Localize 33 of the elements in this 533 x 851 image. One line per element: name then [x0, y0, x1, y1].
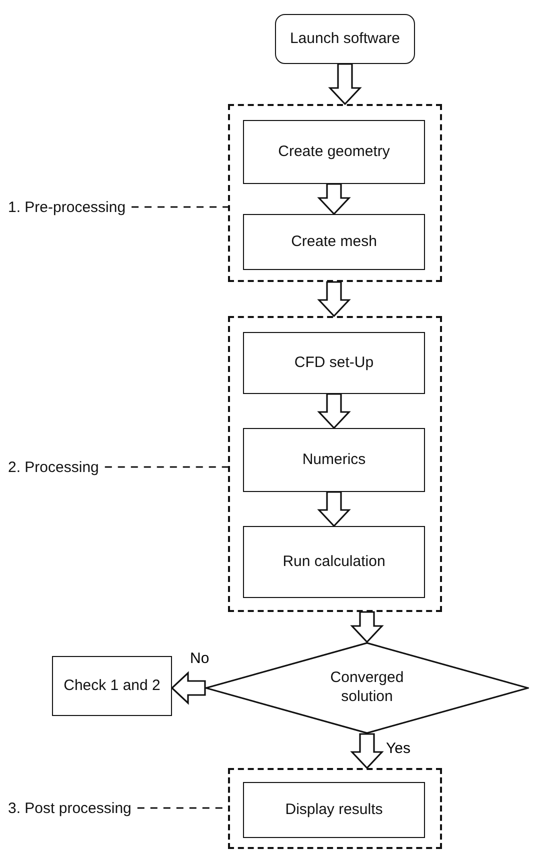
block-arrow — [317, 281, 351, 318]
process-box — [243, 214, 425, 270]
block-arrow — [317, 393, 351, 430]
leader-line — [104, 466, 228, 468]
block-arrow — [317, 183, 351, 216]
decision-text: Converged solution — [329, 669, 405, 707]
process-box — [243, 428, 425, 492]
dashed-group-box — [228, 316, 442, 612]
dashed-group-box — [228, 768, 442, 849]
step-text: Create mesh — [291, 232, 377, 252]
step-text: Numerics — [302, 450, 366, 470]
step-text: Launch software — [290, 30, 400, 48]
step-text: Check 1 and 2 — [64, 676, 160, 696]
process-box — [243, 332, 425, 394]
section-label: 1. Pre-processing — [8, 196, 132, 218]
dashed-group-box — [228, 104, 442, 282]
step-text: CFD set-Up — [294, 354, 374, 372]
step-text: Run calculation — [282, 552, 386, 572]
process-box — [243, 120, 425, 184]
section-label: 2. Processing — [8, 456, 105, 478]
leader-line — [132, 206, 228, 208]
process-box — [52, 656, 172, 716]
block-arrow — [328, 63, 362, 106]
block-arrow — [170, 671, 206, 705]
block-arrow — [317, 491, 351, 528]
step-text: Create geometry — [278, 142, 390, 162]
process-box — [243, 526, 425, 598]
start-box — [275, 14, 415, 64]
block-arrow — [350, 733, 384, 770]
section-label: 3. Post processing — [8, 797, 138, 819]
process-box — [243, 782, 425, 838]
block-arrow — [350, 611, 384, 644]
step-text: Display results — [285, 800, 383, 820]
